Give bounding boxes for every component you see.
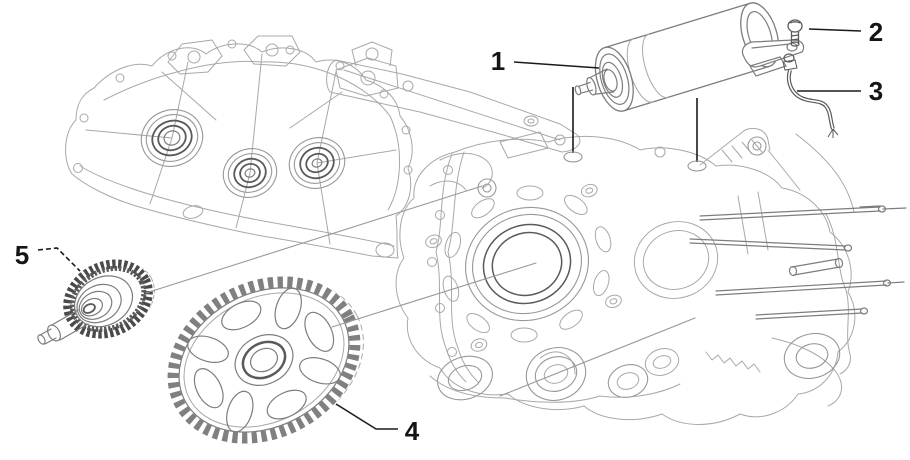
starter-cable: [782, 53, 839, 138]
callout-5-label: 5: [15, 240, 29, 270]
callout-2-label: 2: [869, 17, 883, 47]
assembly-axis-lines: [145, 185, 696, 397]
callout-5: 5: [15, 240, 81, 272]
right-crankcase-half: [395, 127, 907, 425]
callout-2: 2: [808, 17, 883, 47]
central-bearing-bore: [425, 183, 622, 352]
starter-mount-witness-lines: [563, 87, 707, 172]
cover-bolt-holes: [73, 39, 413, 175]
callout-1: 1: [491, 46, 600, 76]
bottom-bosses: [429, 347, 681, 403]
left-crankcase-cover: [65, 35, 413, 259]
callout-4-label: 4: [405, 416, 420, 446]
ring-gear-lightening-holes: [187, 287, 341, 433]
bearing-boss-3: [288, 137, 346, 189]
cylinder-studs: [689, 205, 907, 320]
bearing-boss-2: [222, 148, 278, 198]
intermediate-gear-shaft: [37, 309, 89, 345]
starter-bracket: [741, 39, 805, 77]
crankcase: [65, 35, 907, 425]
starter-ring-gear: [167, 275, 364, 445]
callout-3: 3: [797, 76, 883, 106]
callout-2-leader: [808, 28, 862, 32]
intermediate-gear: [37, 258, 155, 345]
callout-1-label: 1: [491, 46, 505, 76]
callout-4-leader: [335, 403, 398, 430]
starter-motor: [574, 2, 805, 112]
callout-3-label: 3: [869, 76, 883, 106]
callouts: 1 2 3 4 5: [15, 17, 883, 446]
flange-bolt-holes: [427, 134, 666, 357]
mounting-bolt: [787, 19, 803, 47]
bearing-boss-1: [140, 109, 204, 167]
callout-4: 4: [335, 403, 420, 446]
crank-chamber: [633, 221, 719, 299]
callout-5-leader: [37, 247, 81, 272]
engine-mount-beam: [326, 41, 581, 153]
callout-1-leader: [513, 61, 600, 69]
